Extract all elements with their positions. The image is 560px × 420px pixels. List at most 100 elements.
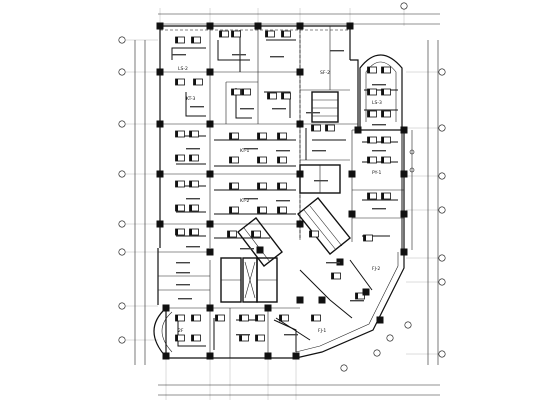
column [264,304,272,312]
fan-coil-unit-coil [257,207,260,213]
column [264,352,272,360]
room-label: LS-3 [372,100,382,106]
fan-coil-unit-coil [241,89,244,95]
column [156,220,164,228]
fan-coil-unit-coil [227,231,230,237]
fan-coil-unit-coil [175,315,178,321]
fan-coil-unit-coil [189,205,192,211]
fan-coil-unit-coil [189,181,192,187]
fan-coil-unit-coil [239,315,242,321]
column [156,22,164,30]
room-label: 2F [178,328,184,334]
fan-coil-unit-coil [193,79,196,85]
column [206,170,214,178]
note-text-line [244,198,258,200]
stair-elevator-cores [220,91,351,303]
note-text-line [350,300,364,302]
fan-coil-unit-coil [175,37,178,43]
column [296,120,304,128]
note-text-line [178,298,192,300]
column [206,120,214,128]
annotations: LS-2 LS-3 2F KT-1 KT-2 KT-3 SF-2 PY-1 FJ… [178,66,382,334]
fan-coil-unit-coil [277,133,280,139]
column [162,304,170,312]
axis-bubbles-left [118,36,126,344]
note-text-line [236,334,250,336]
note-text-line [176,272,190,274]
note-text-line [314,180,328,182]
fan-coil-unit-coil [255,335,258,341]
column [206,304,214,312]
background-grid [126,8,438,400]
fan-coil-unit-coil [381,157,384,163]
note-text-line [326,262,340,264]
fan-coil-unit-coil [381,111,384,117]
column [376,316,384,324]
fan-coil-unit-coil [367,193,370,199]
fan-coil-unit-coil [381,193,384,199]
room-label: SF-2 [320,70,330,76]
dimension-lines [134,13,440,396]
note-text-line [270,56,284,58]
fan-coil-unit-coil [367,111,370,117]
note-text-line [240,108,254,110]
fan-coil-unit-coil [175,181,178,187]
fan-coil-unit-coil [189,131,192,137]
room-label: FJ-2 [372,266,380,272]
fan-coil-unit-coil [311,125,314,131]
fan-coil-unit-coil [381,137,384,143]
fan-coil-unit-coil [229,133,232,139]
column [206,22,214,30]
note-text-line [186,148,200,150]
fan-coil-unit-coil [367,157,370,163]
room-label: KT-2 [240,198,250,204]
fan-coil-unit-coil [175,229,178,235]
fan-coil-unit-coil [175,335,178,341]
fan-coil-unit-coil [255,315,258,321]
fan-coil-unit-coil [229,207,232,213]
fan-coil-unit-coil [355,293,358,299]
column [206,352,214,360]
axis-bubbles-top [400,2,408,10]
fan-coil-unit-coil [281,93,284,99]
fan-coil-unit-coil [367,89,370,95]
column [318,296,326,304]
fan-coil-unit-coil [231,31,234,37]
fan-coil-unit-coil [239,335,242,341]
fan-coil-unit-coil [251,231,254,237]
tiny-notes [172,50,386,336]
note-text-line [276,200,290,202]
column [400,210,408,218]
note-text-line [312,150,326,152]
column [400,170,408,178]
room-label: PY-1 [372,170,381,176]
note-text-line [272,108,286,110]
fan-coil-unit-coil [277,207,280,213]
note-text-line [240,248,254,250]
column [354,126,362,134]
note-text-line [276,150,290,152]
fan-coil-unit-coil [191,37,194,43]
room-label: KT-1 [240,148,250,154]
note-text-line [372,150,386,152]
partitions [158,26,404,358]
column [292,352,300,360]
note-text-line [172,54,186,56]
column [296,220,304,228]
ductwork [160,29,404,352]
fan-coil-unit-coil [367,137,370,143]
fan-coil-unit-coil [381,89,384,95]
fan-coil-unit-coil [215,315,218,321]
fan-coil-unit-coil [281,31,284,37]
note-text-line [176,284,190,286]
fan-coil-unit-coil [267,93,270,99]
fan-coil-unit-coil [381,67,384,73]
note-text-line [176,262,190,264]
fan-coil-unit-coil [231,89,234,95]
column [296,296,304,304]
fan-coil-unit-coil [229,157,232,163]
column [296,170,304,178]
column [206,68,214,76]
fan-coil-unit-coil [191,315,194,321]
column [156,170,164,178]
